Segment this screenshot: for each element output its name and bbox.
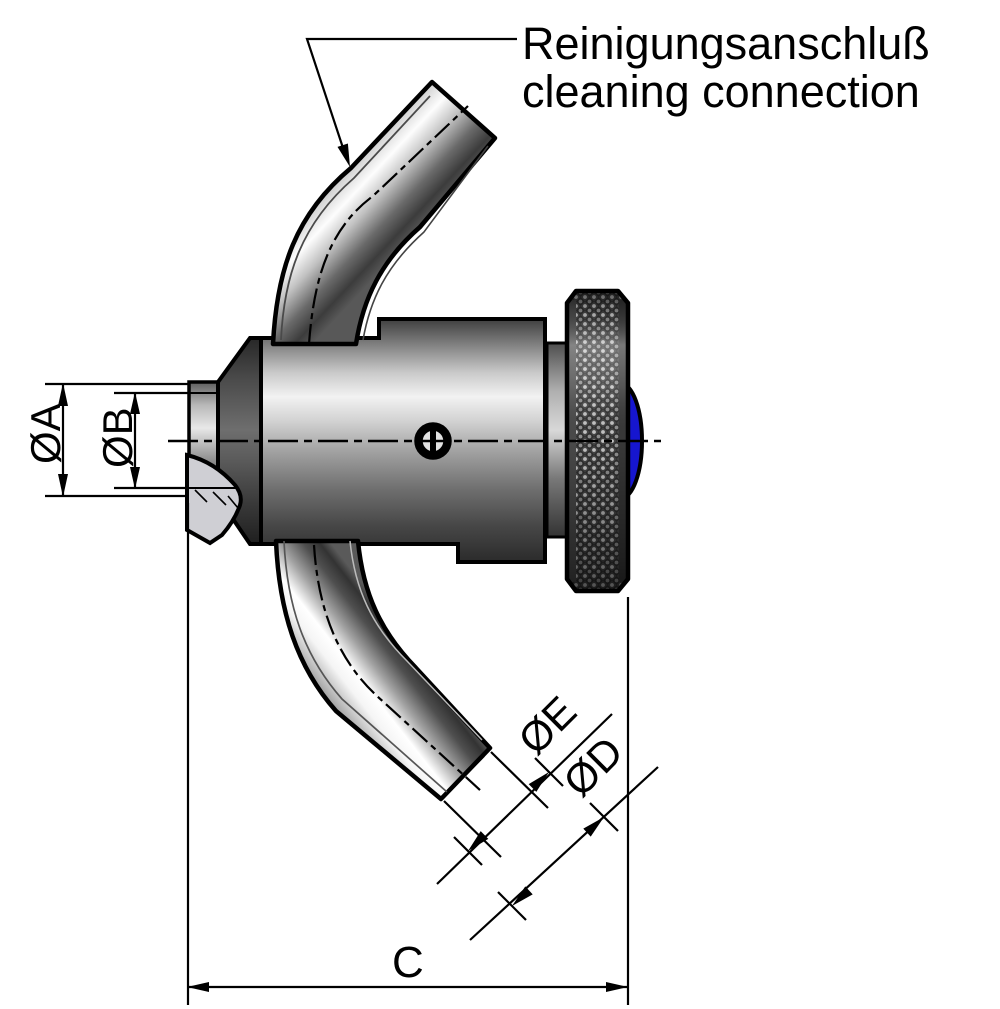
cleaning-connection-tube [270,79,498,347]
annotation-leader [305,37,517,167]
valve-main-cylinder [259,317,547,564]
upper-tube-centerline [307,105,469,345]
outlet-funnel-section [185,452,243,546]
dimension-a [45,382,189,498]
annotation-text-en: cleaning connection [522,66,920,117]
dimension-a-label: ØA [22,403,69,464]
dimension-b [114,391,189,490]
dimension-c [186,503,630,1005]
dimension-c-label: C [392,938,424,987]
annotation-text-de: Reinigungsanschluß [522,18,930,69]
outlet-pipe [273,538,493,802]
dimension-b-label: ØB [94,407,141,468]
leader-arrowhead [337,143,350,167]
lower-tube-centerline [312,544,481,791]
dimension-d [469,766,659,941]
dimension-e [436,713,613,885]
